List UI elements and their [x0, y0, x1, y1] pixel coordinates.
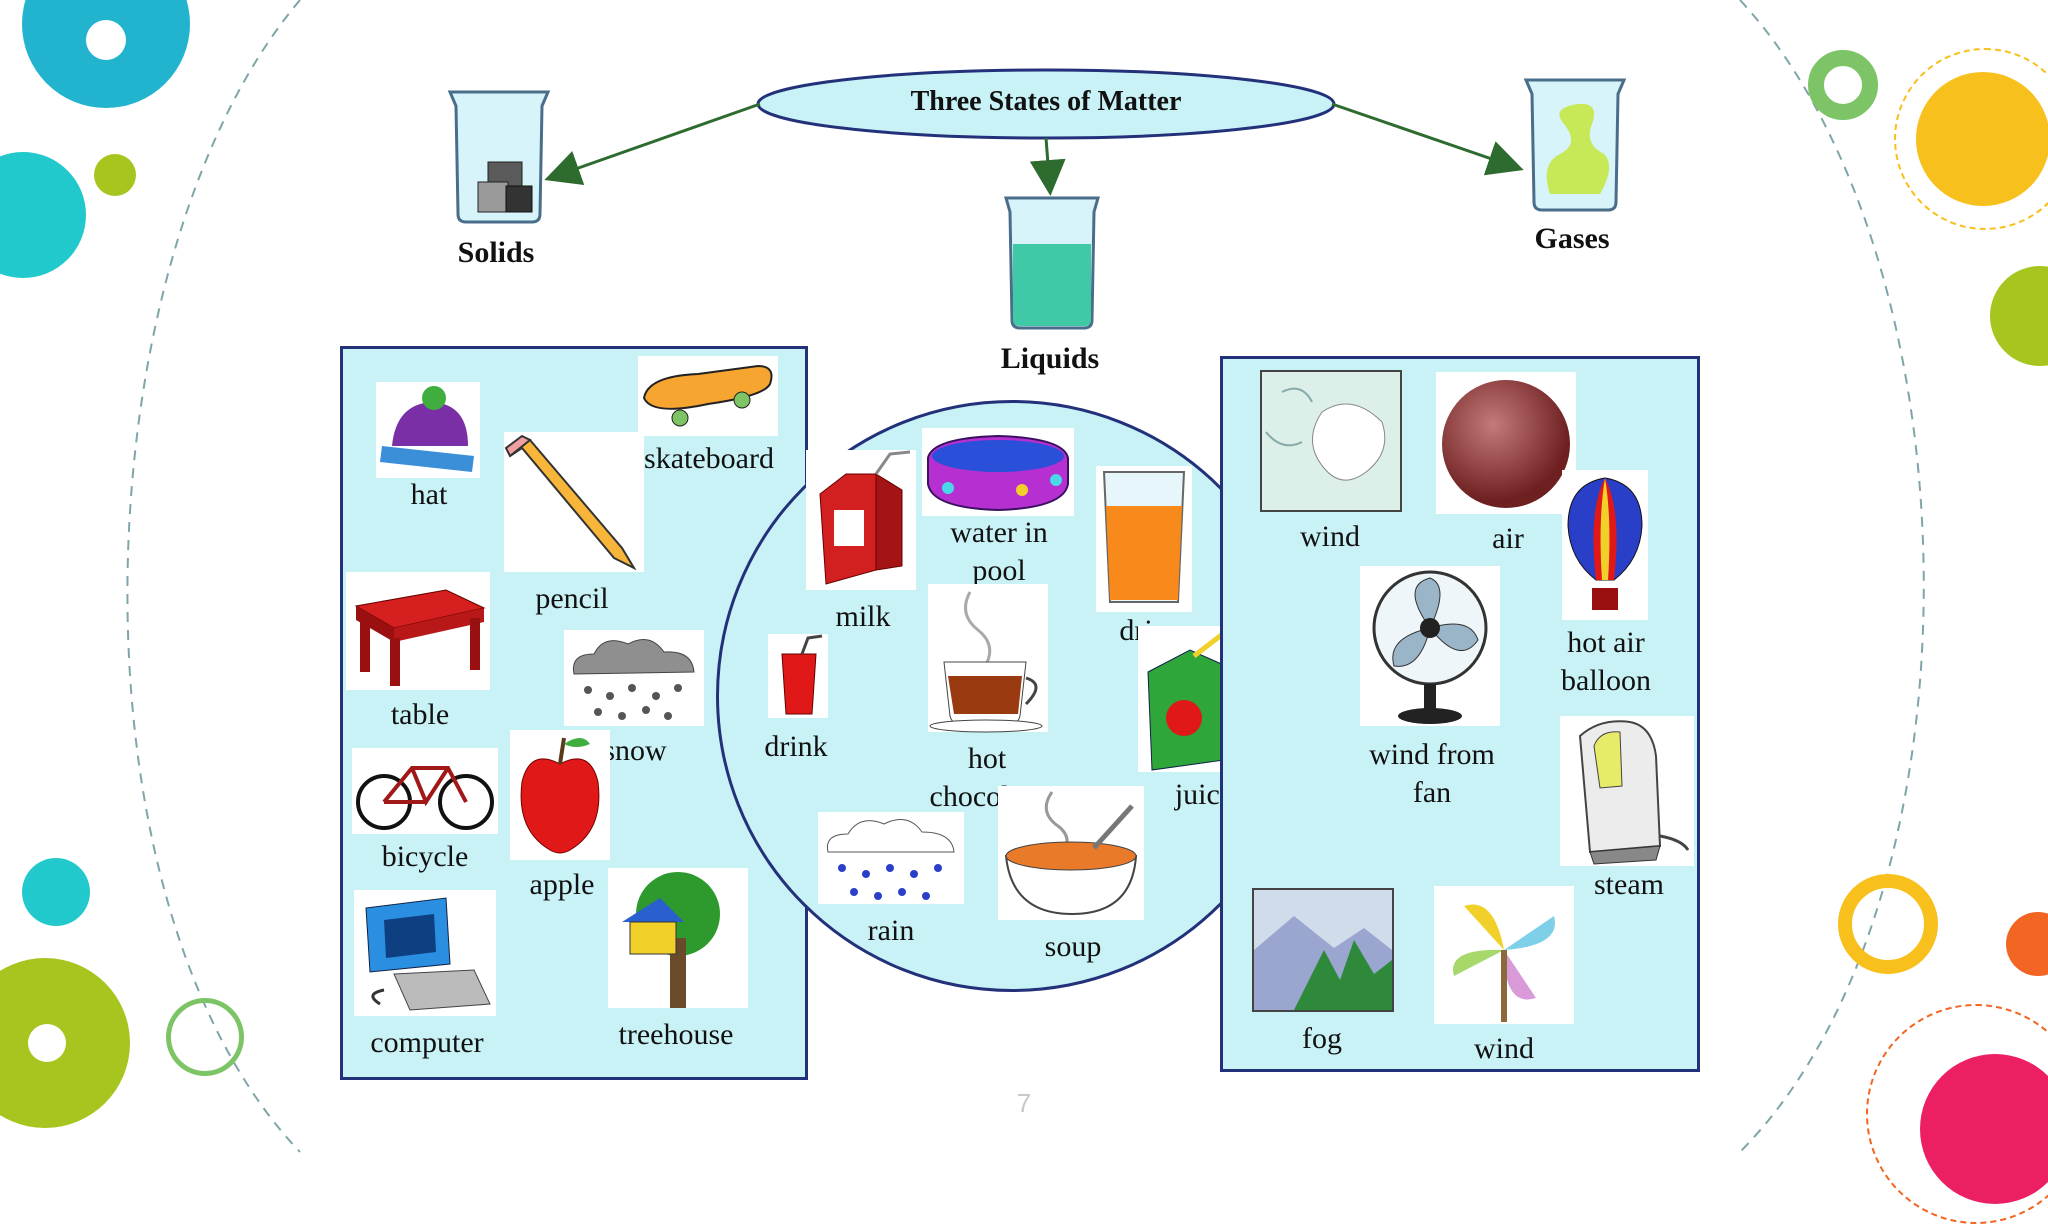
- page-number: 7: [1016, 1088, 1032, 1118]
- apple-icon: [520, 737, 600, 854]
- state-label-liquids: Liquids: [1000, 342, 1100, 375]
- pencil-icon: [504, 434, 637, 571]
- decor-ring-yellow: [1838, 874, 1938, 974]
- drink-glass-image: [1096, 466, 1192, 612]
- decor-circle-teal: [0, 152, 86, 278]
- label-hot-air-balloon-line2: balloon: [1561, 664, 1651, 697]
- fog-image: [1252, 888, 1394, 1012]
- wind-map-image: [1260, 370, 1402, 512]
- pencil-image: [504, 432, 644, 572]
- drink-cup-image: [768, 634, 828, 718]
- decor-circle-orange: [2006, 912, 2048, 976]
- label-bicycle: bicycle: [381, 840, 469, 873]
- drink-cup-icon: [781, 634, 823, 715]
- beaker-solids-icon: [447, 90, 551, 224]
- table-image: [346, 572, 490, 690]
- beaker-liquids-icon: [1004, 196, 1100, 330]
- fog-mountain-icon: [1254, 916, 1392, 1010]
- label-fog: fog: [1302, 1022, 1342, 1055]
- snow-image: [564, 630, 704, 726]
- decor-circle-lime-small: [94, 154, 136, 196]
- wind-from-fan-image: [1360, 566, 1500, 726]
- orange-drink-icon: [1102, 471, 1186, 603]
- label-water-in-pool: water in pool: [924, 514, 1074, 590]
- beaker-gases-icon: [1523, 78, 1627, 212]
- hat-icon: [380, 386, 474, 472]
- decor-circle-teal-small: [22, 858, 90, 926]
- water-in-pool-image: [922, 428, 1074, 516]
- label-soup: soup: [1044, 930, 1102, 963]
- steam-image: [1560, 716, 1694, 866]
- label-hot-air-balloon: hot air balloon: [1546, 624, 1666, 700]
- hat-image: [376, 382, 480, 478]
- label-air: air: [1492, 522, 1524, 555]
- milk-image: [806, 450, 916, 590]
- label-water-in-pool-line1: water in: [950, 516, 1048, 549]
- label-wind-map: wind: [1300, 520, 1360, 553]
- milk-carton-icon: [819, 450, 911, 585]
- label-table: table: [390, 698, 450, 731]
- bicycle-icon: [356, 766, 494, 830]
- computer-image: [354, 890, 496, 1016]
- decor-ring-green: [166, 998, 244, 1076]
- state-label-gases: Gases: [1534, 222, 1610, 255]
- label-wind-pinwheel: wind: [1474, 1032, 1534, 1065]
- label-steam: steam: [1594, 868, 1664, 901]
- label-wind-from-fan-line1: wind from: [1369, 738, 1495, 771]
- steam-iron-icon: [1578, 720, 1690, 865]
- apple-image: [510, 730, 610, 860]
- hot-air-balloon-icon: [1567, 477, 1643, 610]
- label-apple: apple: [529, 868, 595, 901]
- rain-image: [818, 812, 964, 904]
- weather-map-icon: [1265, 387, 1386, 481]
- label-milk: milk: [835, 600, 891, 633]
- fan-icon: [1372, 570, 1488, 724]
- pool-icon: [927, 434, 1069, 512]
- diagram-title: Three States of Matter: [910, 86, 1182, 117]
- rain-cloud-icon: [826, 819, 955, 900]
- hot-chocolate-icon: [929, 591, 1043, 733]
- label-snow: snow: [603, 734, 667, 767]
- soup-image: [998, 786, 1144, 920]
- label-hot-air-balloon-line1: hot air: [1567, 626, 1645, 659]
- label-water-in-pool-line2: pool: [972, 554, 1026, 587]
- treehouse-image: [608, 868, 748, 1008]
- label-wind-from-fan: wind from fan: [1354, 736, 1510, 812]
- decor-circle-yellow: [1916, 72, 2048, 206]
- label-rain: rain: [867, 914, 915, 947]
- skateboard-icon: [642, 364, 773, 427]
- table-icon: [354, 589, 486, 686]
- hot-chocolate-image: [928, 584, 1048, 733]
- label-skateboard: skateboard: [644, 442, 774, 475]
- bicycle-image: [352, 748, 498, 834]
- decor-circle-lime-right: [1990, 266, 2048, 366]
- label-pencil: pencil: [535, 582, 609, 615]
- soup-bowl-icon: [1004, 791, 1138, 916]
- decor-dashed-ring-yellow: [1894, 48, 2048, 230]
- label-hot-chocolate-line1: hot: [967, 742, 1007, 775]
- air-ball-icon: [1442, 380, 1570, 508]
- treehouse-icon: [622, 872, 720, 1008]
- decor-circle-white-dot: [86, 20, 126, 60]
- state-label-solids: Solids: [457, 236, 535, 269]
- label-treehouse: treehouse: [618, 1018, 734, 1051]
- air-image: [1436, 372, 1576, 514]
- label-drink: drink: [764, 730, 828, 763]
- label-wind-from-fan-line2: fan: [1412, 776, 1452, 809]
- label-hat: hat: [410, 478, 448, 511]
- label-computer: computer: [370, 1026, 484, 1059]
- snow-cloud-icon: [572, 639, 695, 720]
- decor-circle-white-dot-2: [28, 1024, 66, 1062]
- wind-pinwheel-image: [1434, 886, 1574, 1024]
- computer-icon: [365, 897, 491, 1011]
- hot-air-balloon-image: [1562, 470, 1648, 620]
- pinwheel-icon: [1453, 904, 1555, 1022]
- decor-ring-green-top-right: [1808, 50, 1878, 120]
- skateboard-image: [638, 356, 778, 436]
